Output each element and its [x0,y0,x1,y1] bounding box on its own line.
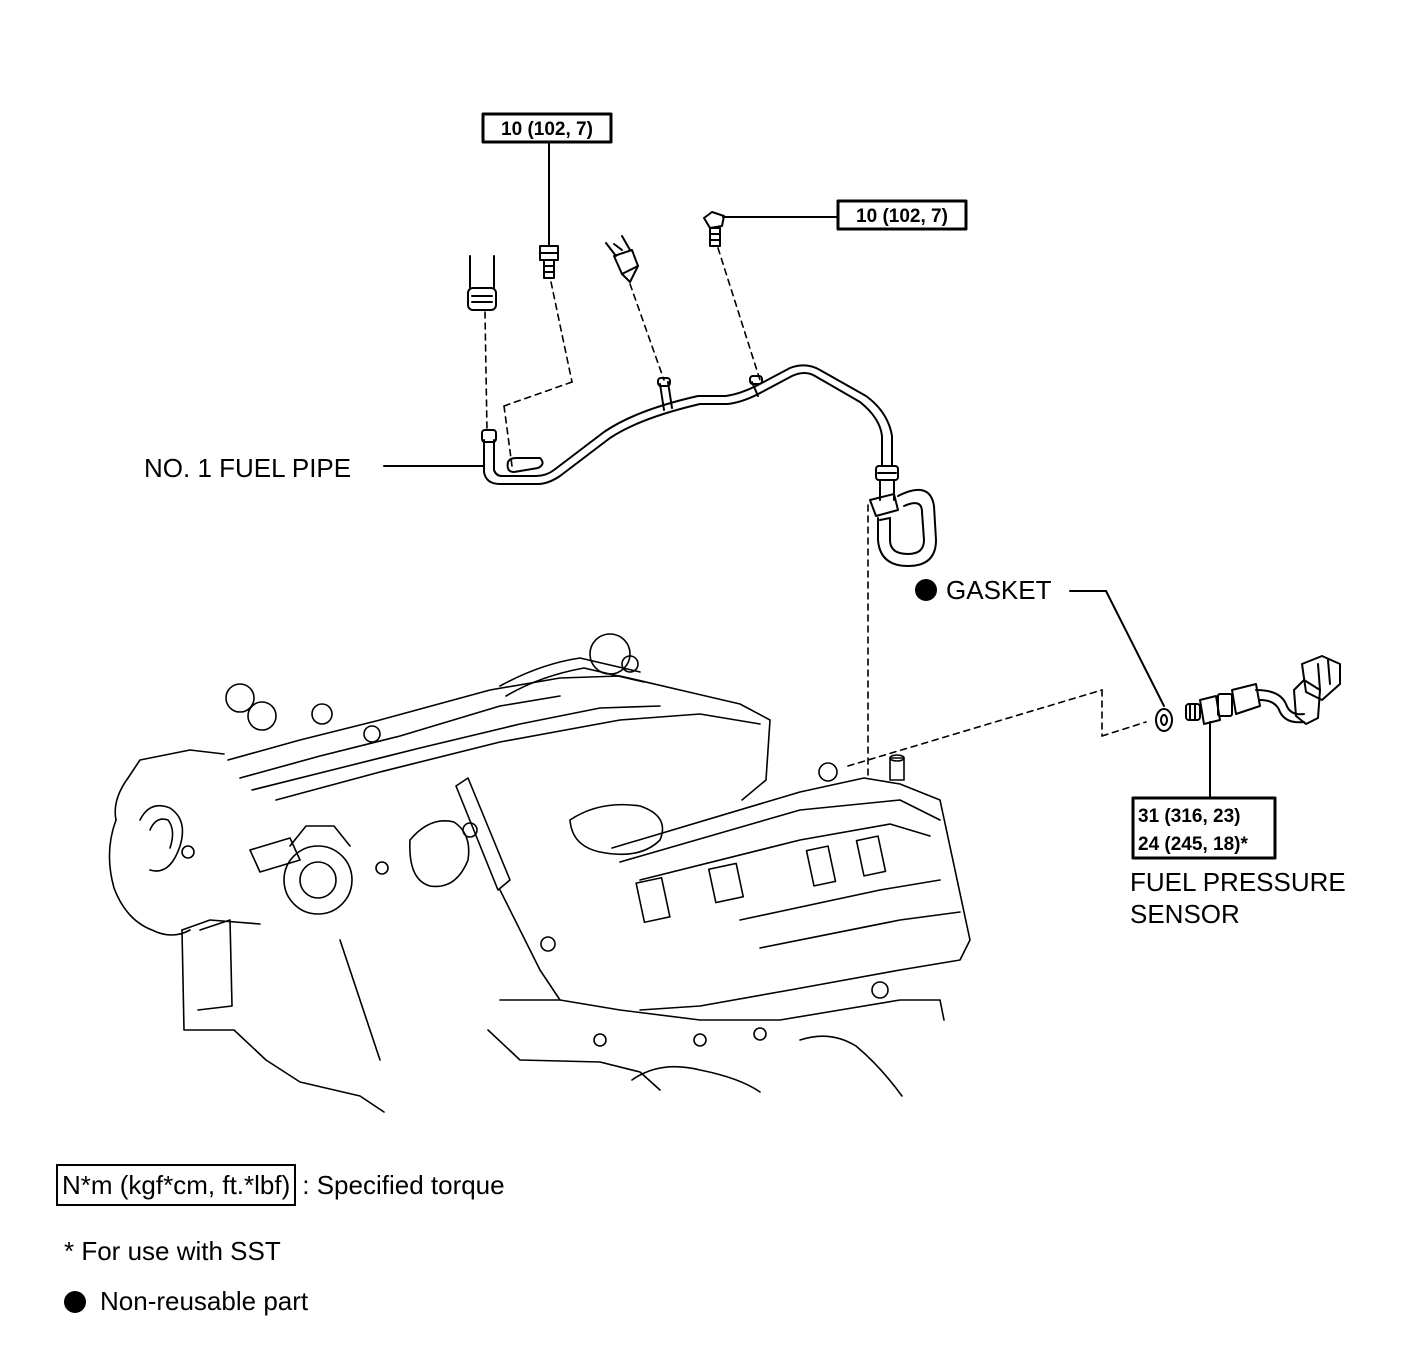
sensor-torque-line1: 31 (316, 23) [1138,806,1240,827]
torque-unit-legend: N*m (kgf*cm, ft.*lbf) : Specified torque [56,1164,505,1206]
fuel-hose-end [467,255,497,311]
gasket-label: GASKET [946,575,1052,605]
union-bolt-1 [539,245,559,279]
gasket [1155,708,1173,732]
union-bolt-2 [703,211,725,247]
torque-unit-description: : Specified torque [302,1169,505,1200]
right-bolt-torque-callout [722,199,968,231]
exploded-view-diagram: 10 (102, 7) 10 (102, 7) 31 (316, 23) 24 … [108,112,1346,1113]
top-bolt-torque-callout [481,112,613,247]
fuel-pressure-sensor [1185,655,1341,725]
sst-note: * For use with SST [64,1236,281,1266]
sensor-torque-callout [1131,721,1277,860]
sensor-label-line2: SENSOR [1130,899,1240,929]
fuel-pipe-label: NO. 1 FUEL PIPE [144,453,351,483]
non-reusable-legend: Non-reusable part [64,1286,308,1317]
pipe-connector-fitting [605,235,639,283]
right-bolt-torque-text: 10 (102, 7) [856,206,948,227]
non-reusable-dot-icon [64,1290,86,1313]
non-reusable-marker [915,579,937,601]
torque-unit-box: N*m (kgf*cm, ft.*lbf) [56,1164,297,1206]
top-bolt-torque-text: 10 (102, 7) [501,119,593,140]
no1-fuel-pipe [481,364,937,567]
assembly-guide-lines [484,247,1147,779]
engine-block-illustration [108,633,971,1113]
sensor-torque-line2: 24 (245, 18)* [1138,834,1248,855]
non-reusable-label: Non-reusable part [100,1286,309,1316]
sensor-label-line1: FUEL PRESSURE [1130,867,1346,897]
